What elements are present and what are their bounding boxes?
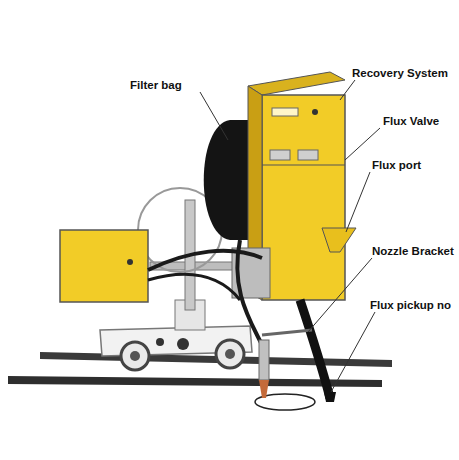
hose (237, 240, 262, 345)
hinge (270, 150, 290, 160)
leader-line (346, 172, 370, 232)
panel-seam (262, 165, 345, 166)
flux-port (322, 228, 356, 252)
part-label: Filter bag (130, 78, 182, 92)
leader-line (331, 312, 375, 392)
pickup-hose (300, 300, 330, 398)
leader-line (308, 258, 372, 332)
leader-line (340, 80, 355, 100)
hose (148, 251, 262, 270)
wheel-hub (225, 349, 235, 359)
torch (259, 340, 269, 380)
wheel (121, 342, 149, 370)
part-label: Recovery System (352, 66, 448, 80)
contact-tip (259, 380, 269, 398)
box-top (248, 72, 345, 95)
knob (156, 338, 164, 346)
leader-line (200, 92, 228, 140)
hose (148, 274, 240, 300)
wheel-hub (130, 351, 140, 361)
wheel (216, 340, 244, 368)
part-label: Flux pickup no (370, 298, 451, 312)
knob (177, 338, 189, 350)
nameplate (272, 108, 298, 116)
switch (312, 109, 318, 115)
nozzle-bracket (262, 330, 312, 335)
pickup-nozzle (324, 392, 336, 402)
part-label: Nozzle Bracket (372, 244, 454, 258)
part-label: Flux Valve (383, 114, 439, 128)
hinge (298, 150, 318, 160)
control-box (60, 230, 148, 302)
recovery-box (262, 95, 345, 300)
leader-line (345, 128, 380, 160)
lock (127, 259, 133, 265)
part-label: Flux port (372, 158, 421, 172)
